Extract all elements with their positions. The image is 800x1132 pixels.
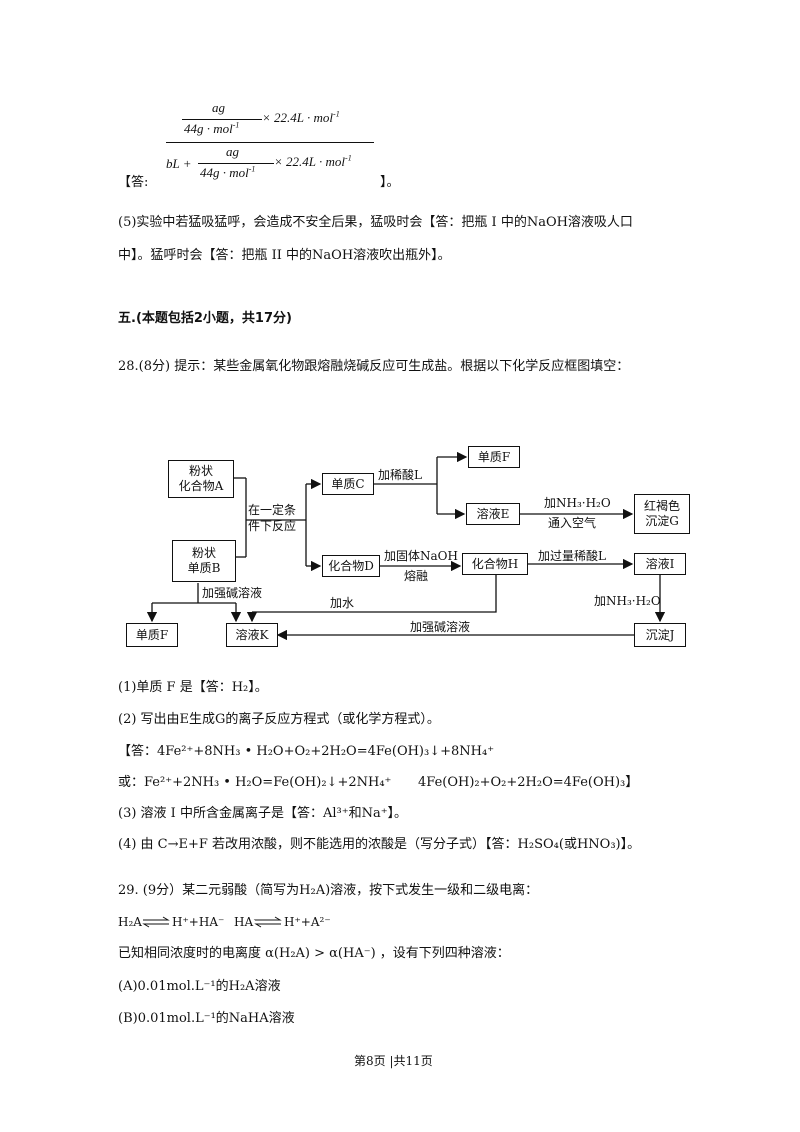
equilibrium-arrow-icon [142, 916, 170, 928]
eq1-right: H⁺+HA⁻ [172, 915, 225, 929]
q28-part-2: (2) 写出由E生成G的离子反应方程式（或化学方程式）。 [118, 712, 440, 727]
label-molten: 熔融 [404, 569, 429, 583]
label-nh3: 加NH₃·H₂O [594, 594, 661, 608]
page-footer: 第8页 |共11页 [354, 1054, 433, 1068]
box-compound-H: 化合物H [462, 553, 528, 575]
answer-close-bracket: 】。 [380, 175, 400, 190]
q28-part-2-answer-2b: 4Fe(OH)₂+O₂+2H₂O=4Fe(OH)₃】 [418, 775, 639, 790]
fraction-main-bar [166, 142, 374, 143]
box-precipitate-G: 红褐色沉淀G [634, 494, 690, 534]
q29-option-b: (B)0.01mol.L⁻¹的NaHA溶液 [118, 1011, 295, 1026]
label-add-water: 加水 [330, 596, 355, 610]
label-solid-naoh: 加固体NaOH [384, 549, 458, 563]
q29-condition: 已知相同浓度时的电离度 α(H₂A) > α(HA⁻) ，设有下列四种溶液： [118, 946, 510, 961]
q5-line-1: (5)实验中若猛吸猛呼，会造成不安全后果，猛吸时会【答：把瓶 I 中的NaOH溶… [118, 215, 633, 230]
label-nh3-air-2: 通入空气 [548, 516, 597, 530]
label-nh3-air-1: 加NH₃·H₂O [544, 496, 611, 510]
fraction-inner-bar [182, 119, 262, 120]
eq2-left: HA⁻ [234, 915, 260, 929]
label-dilute-acid: 加稀酸L [378, 468, 422, 482]
q28-part-2-answer-2a: 或：Fe²⁺+2NH₃ • H₂O=Fe(OH)₂↓+2NH₄⁺ [118, 775, 392, 790]
fraction-numerator-times: × 22.4L · mol-1 [262, 109, 340, 125]
q29-option-a: (A)0.01mol.L⁻¹的H₂A溶液 [118, 979, 281, 994]
box-compound-D: 化合物D [322, 555, 380, 577]
box-precipitate-J: 沉淀J [634, 623, 686, 647]
fraction-numerator-bottom: 44g · mol-1 [184, 120, 240, 136]
connector-H-to-K [252, 575, 497, 613]
q28-part-1: (1)单质 F 是【答：H₂】。 [118, 680, 268, 695]
q29-intro: 29. (9分）某二元弱酸（简写为H₂A)溶液，按下式发生一级和二级电离： [118, 883, 539, 898]
label-excess-acid: 加过量稀酸L [538, 549, 606, 563]
answer-open-bracket: 【答: [118, 175, 149, 190]
q28-intro: 28.(8分) 提示：某些金属氧化物跟熔融烧碱反应可生成盐。根据以下化学反应框图… [118, 359, 630, 374]
q5-line-2: 中】。猛呼时会【答：把瓶 II 中的NaOH溶液吹出瓶外】。 [118, 248, 451, 263]
box-solution-E: 溶液E [466, 503, 520, 525]
equilibrium-arrow-icon [254, 916, 282, 928]
fraction-denominator-bar [198, 163, 274, 164]
box-compound-A: 粉状化合物A [168, 460, 234, 498]
box-element-F-top: 单质F [468, 446, 520, 468]
box-element-F-bottom: 单质F [126, 623, 178, 647]
box-element-C: 单质C [322, 473, 374, 495]
section-heading: 五.(本题包括2小题，共17分) [118, 311, 292, 326]
fraction-numerator-top: ag [212, 100, 225, 115]
fraction-denominator-top: ag [226, 144, 239, 159]
label-strong-base-bottom: 加强碱溶液 [410, 620, 471, 634]
box-solution-K: 溶液K [226, 623, 278, 647]
fraction-denominator-prefix: bL + [166, 156, 192, 171]
q28-part-2-answer-1: 【答：4Fe²⁺+8NH₃ • H₂O+O₂+2H₂O=4Fe(OH)₃↓+8N… [118, 744, 495, 759]
box-solution-I: 溶液I [634, 553, 686, 575]
eq2-right: H⁺+A²⁻ [284, 915, 331, 929]
q28-part-4: (4) 由 C→E+F 若改用浓酸，则不能选用的浓酸是（写分子式）【答：H₂SO… [118, 837, 641, 852]
label-strong-base-top: 加强碱溶液 [202, 586, 263, 600]
fraction-denominator-times: × 22.4L · mol-1 [274, 153, 352, 169]
q28-part-3: (3) 溶液 I 中所含金属离子是【答：Al³⁺和Na⁺】。 [118, 806, 408, 821]
fraction-denominator-bottom: 44g · mol-1 [200, 164, 256, 180]
label-reaction-condition: 在一定条件下反应 [248, 503, 297, 533]
box-element-B: 粉状单质B [172, 540, 236, 582]
eq1-left: H₂A [118, 915, 142, 929]
